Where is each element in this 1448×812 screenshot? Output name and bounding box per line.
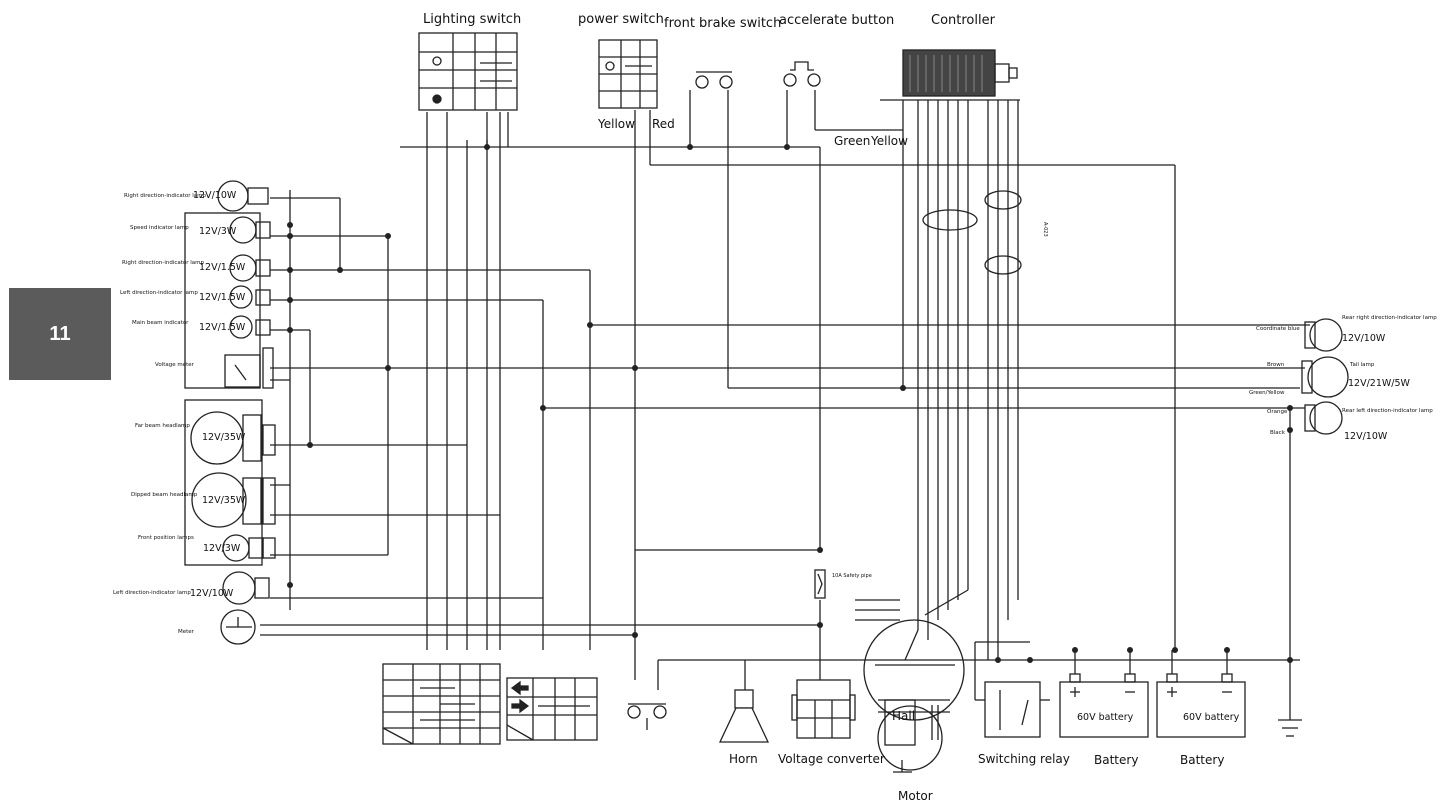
battery-1-rating: 60V battery (1077, 712, 1134, 723)
controller-title: Controller (931, 13, 995, 28)
right-wire-2: Brown (1267, 362, 1285, 368)
voltage-meter-label: Voltage meter (155, 362, 194, 368)
junction-dots (287, 144, 1293, 663)
headlamp-3-rating: 12V/3W (203, 543, 241, 554)
headlamp-panel (184, 399, 276, 645)
meter-label: Meter (178, 629, 194, 635)
wire-label-green: Green (834, 134, 871, 148)
headlamp-1-name: Far beam headlamp (135, 423, 190, 429)
left-lamp-3-rating: 12V/1.5W (199, 262, 246, 273)
horn-connector (627, 703, 667, 730)
right-lamp-2-rating: 12V/21W/5W (1348, 378, 1410, 389)
vertical-code-label: A-023 (1042, 222, 1048, 237)
left-lamp-5-name: Main beam indicator (132, 320, 189, 326)
battery-2-rating: 60V battery (1183, 712, 1240, 723)
left-lamp-4-rating: 12V/1.5W (199, 292, 246, 303)
switching-relay-symbol (975, 681, 1050, 738)
fuse-symbol (814, 569, 826, 599)
headlamp-3-name: Front position lamps (138, 535, 194, 541)
right-wire-4: Orange (1267, 409, 1288, 415)
left-lamp-3-name: Right direction-indicator lamp (122, 260, 205, 266)
wire-label-red: Red (652, 117, 675, 131)
headlamp-2-name: Dipped beam headlamp (131, 492, 198, 498)
motor-label: Motor (898, 789, 933, 803)
wire-bus (260, 140, 1310, 700)
wire-label-yellow-2: Yellow (871, 134, 908, 148)
left-lamp-4-name: Left direction-indicator lamp (120, 290, 198, 296)
controller-harness (855, 99, 1022, 661)
battery-2-label: Battery (1180, 753, 1225, 767)
headlamp-2-rating: 12V/35W (202, 495, 246, 506)
bottom-left-switch-block (382, 663, 501, 745)
voltage-converter-symbol (791, 679, 856, 739)
left-rear-lamp-rating: 12V/10W (190, 588, 234, 599)
page-number: 11 (49, 322, 71, 345)
power-switch-block (598, 39, 658, 109)
horn-symbol (718, 689, 770, 743)
left-lamp-2-rating: 12V/3W (199, 226, 237, 237)
right-lamp-3-name: Rear left direction-indicator lamp (1342, 408, 1433, 414)
right-lamp-1-rating: 12V/10W (1342, 333, 1386, 344)
controller-box (902, 49, 1018, 97)
right-lamp-2-name: Tail lamp (1350, 362, 1375, 368)
wire-label-yellow: Yellow (598, 117, 635, 131)
wire-verticals (289, 90, 1291, 720)
right-wire-1: Coordinate blue (1256, 326, 1300, 332)
battery-1-label: Battery (1094, 753, 1139, 767)
left-lamp-2-name: Speed indicator lamp (130, 225, 189, 231)
switching-relay-label: Switching relay (978, 752, 1070, 766)
left-lamp-1-name: Right direction-indicator lamp (124, 193, 207, 199)
horn-label: Horn (729, 752, 758, 766)
bottom-right-switch-block (506, 677, 598, 741)
voltage-converter-label: Voltage converter (778, 752, 885, 766)
lighting-switch-block (418, 32, 518, 111)
left-lamp-1-rating: 12V/10W (193, 190, 237, 201)
front-brake-switch-title: front brake switch (664, 16, 782, 31)
power-switch-title: power switch (578, 12, 664, 27)
brake-switch-symbol (695, 71, 733, 89)
hall-label: Hall (892, 709, 916, 723)
left-lamp-panel (184, 180, 274, 389)
right-lamp-3-rating: 12V/10W (1344, 431, 1388, 442)
left-lamp-5-rating: 12V/1.5W (199, 322, 246, 333)
page-number-tab: 11 (9, 288, 111, 380)
left-rear-lamp-name: Left direction-indicator lamp (113, 590, 191, 596)
lighting-switch-title: Lighting switch (423, 12, 522, 27)
right-wire-3: Green/Yellow (1249, 390, 1285, 396)
fuse-label: 10A Safety pipe (832, 573, 872, 579)
accelerate-button-symbol (783, 61, 821, 87)
right-lamp-1-name: Rear right direction-indicator lamp (1342, 315, 1437, 321)
right-wire-5: Black (1270, 430, 1285, 436)
right-lamps (1278, 318, 1349, 737)
battery-2-symbol (1156, 650, 1246, 738)
accelerate-button-title: accelerate button (779, 13, 895, 28)
motor-symbol (863, 619, 965, 773)
headlamp-1-rating: 12V/35W (202, 432, 246, 443)
battery-1-symbol (1059, 650, 1149, 738)
